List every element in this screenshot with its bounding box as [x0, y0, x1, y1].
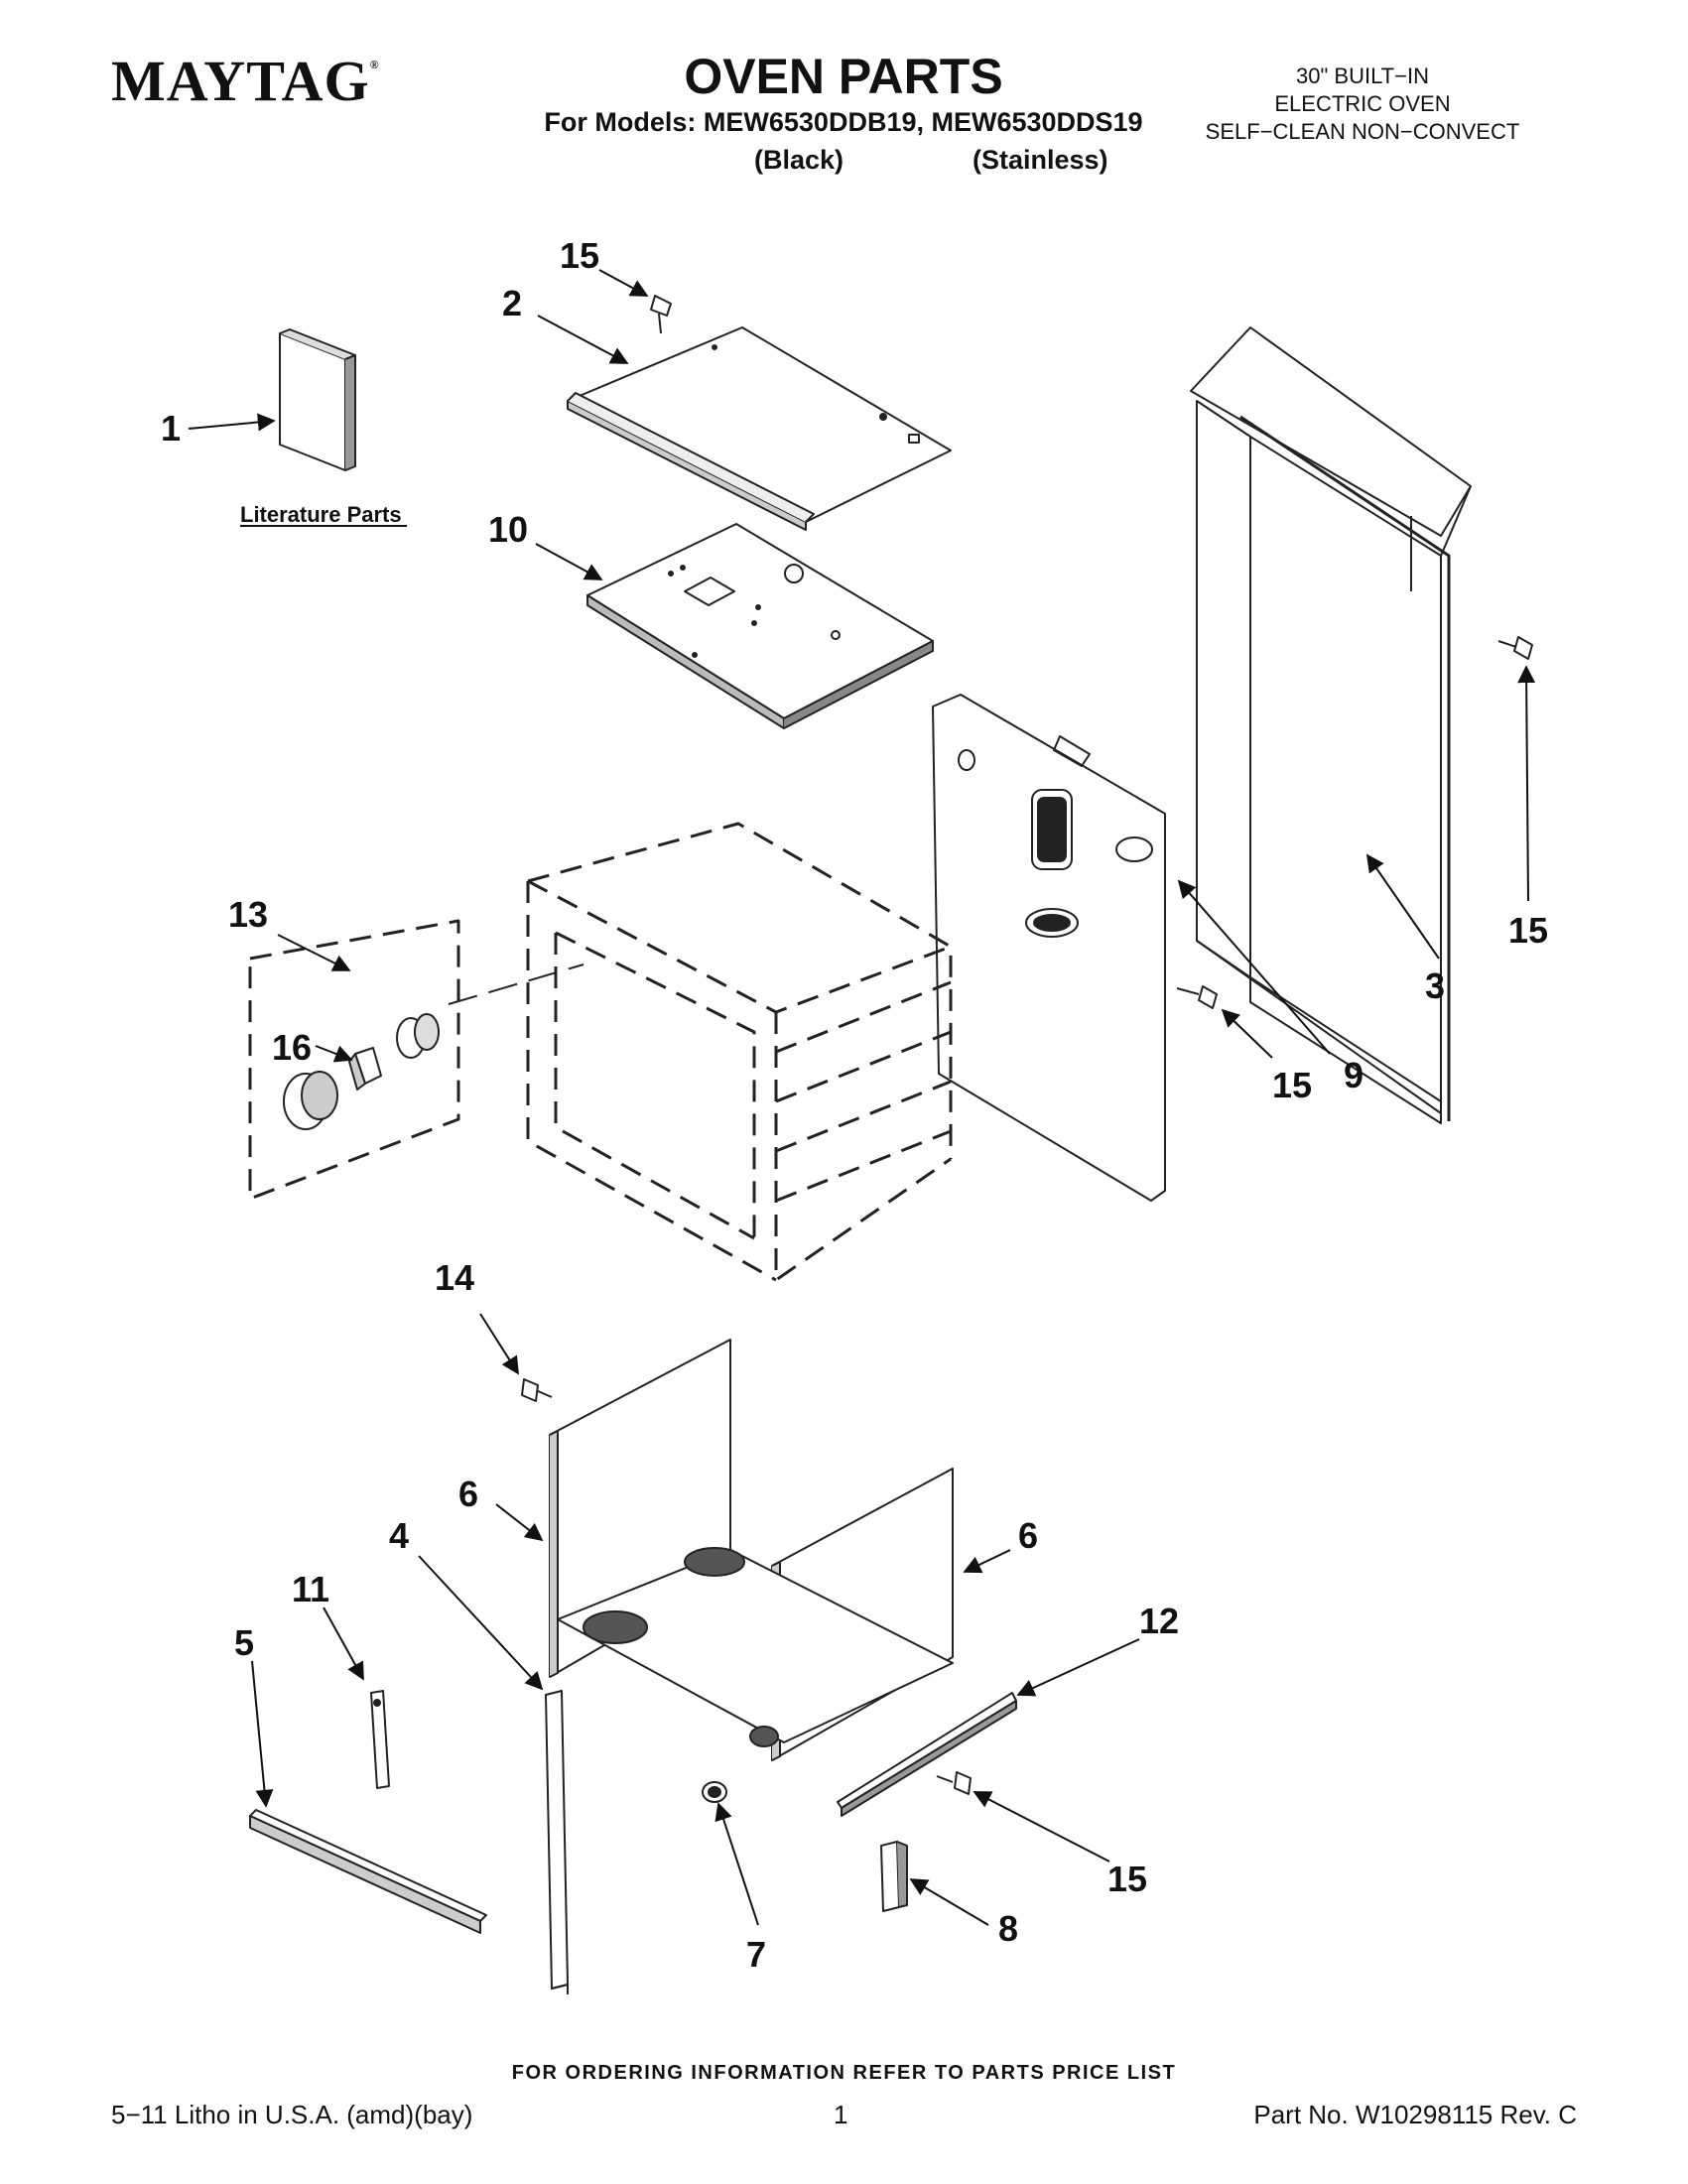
callout-4: 4 [389, 1515, 409, 1556]
registered-mark: ® [369, 58, 380, 71]
leader-16 [315, 1045, 353, 1063]
callout-15-top: 15 [560, 235, 599, 276]
bottom-panel [557, 1547, 954, 1747]
leader-10 [535, 543, 603, 580]
callout-7: 7 [746, 1934, 766, 1975]
light-lens [283, 1071, 338, 1130]
screw-wrapper [1497, 636, 1533, 660]
callout-16: 16 [272, 1027, 312, 1068]
leader-15-top [598, 269, 649, 297]
callout-15-rail: 15 [1107, 1859, 1147, 1899]
callout-11: 11 [292, 1569, 329, 1609]
callout-labels: 1 2 15 10 3 15 9 15 13 16 14 6 6 4 11 5 … [161, 235, 1548, 1975]
leader-15-rail [973, 1791, 1110, 1863]
leader-12 [1016, 1638, 1140, 1697]
oven-light-bulb [348, 1047, 382, 1091]
plug-button [702, 1781, 727, 1803]
top-panel [567, 326, 952, 531]
brand-name: MAYTAG [111, 49, 370, 113]
leader-11 [323, 1606, 364, 1681]
callout-15-back: 15 [1272, 1065, 1312, 1105]
screw-top [650, 295, 672, 334]
callout-3: 3 [1425, 965, 1445, 1006]
leader-5 [251, 1660, 274, 1808]
page-number: 1 [834, 2100, 848, 2129]
callout-15-wrapper: 15 [1508, 910, 1548, 951]
light-socket [396, 1013, 440, 1059]
leader-9 [1177, 879, 1331, 1055]
leader-2 [537, 315, 629, 364]
leader-14 [479, 1313, 519, 1375]
part-number: Part No. W10298115 Rev. C [1253, 2100, 1577, 2129]
screw-side-panel [521, 1378, 553, 1402]
literature-parts-label: Literature Parts [240, 502, 402, 527]
insulation-panel [586, 523, 934, 729]
product-description-line-1: 30" BUILT−IN [1296, 64, 1429, 88]
callout-6-right: 6 [1018, 1515, 1038, 1556]
oven-liner-dashed [526, 822, 953, 1282]
brand-logo: MAYTAG® [111, 48, 380, 114]
leader-4 [418, 1555, 544, 1691]
vertical-trim-strip [545, 1690, 569, 1994]
leader-13 [277, 934, 351, 971]
callout-5: 5 [234, 1622, 254, 1663]
variant-stainless: (Stainless) [973, 145, 1108, 175]
back-panel [932, 694, 1166, 1202]
leader-1 [188, 413, 276, 432]
callout-8: 8 [998, 1908, 1018, 1949]
callout-2: 2 [502, 283, 522, 323]
leader-6-left [495, 1503, 544, 1542]
callout-10: 10 [488, 509, 528, 550]
litho-info: 5−11 Litho in U.S.A. (amd)(bay) [111, 2100, 473, 2129]
screw-rail [936, 1771, 972, 1795]
callout-1: 1 [161, 408, 181, 449]
page-title: OVEN PARTS [684, 49, 1003, 104]
literature-book [279, 328, 356, 471]
door-latch [880, 1841, 908, 1912]
outer-wrapper-shroud [1190, 326, 1472, 1124]
bottom-trim-strip [249, 1809, 487, 1934]
product-description-line-3: SELF−CLEAN NON−CONVECT [1205, 119, 1520, 144]
ordering-note: FOR ORDERING INFORMATION REFER TO PARTS … [511, 2062, 1177, 2084]
leader-3 [1365, 853, 1440, 960]
leader-6-right [963, 1549, 1011, 1574]
callout-12: 12 [1139, 1601, 1179, 1641]
bracket [370, 1690, 390, 1789]
callout-9: 9 [1344, 1055, 1363, 1095]
product-description-line-2: ELECTRIC OVEN [1274, 91, 1451, 116]
callout-6-left: 6 [458, 1474, 478, 1514]
leader-15-back [1221, 1008, 1273, 1059]
leader-7 [714, 1802, 759, 1926]
leader-15-wrapper [1517, 665, 1536, 902]
model-numbers: For Models: MEW6530DDB19, MEW6530DDS19 [544, 107, 1143, 137]
variant-black: (Black) [754, 145, 844, 175]
callout-13: 13 [228, 894, 268, 935]
mounting-rail [837, 1692, 1017, 1817]
leader-8 [909, 1878, 989, 1926]
callout-14: 14 [435, 1257, 474, 1298]
screw-back-panel [1176, 985, 1218, 1009]
oven-light-assembly [248, 919, 584, 1201]
